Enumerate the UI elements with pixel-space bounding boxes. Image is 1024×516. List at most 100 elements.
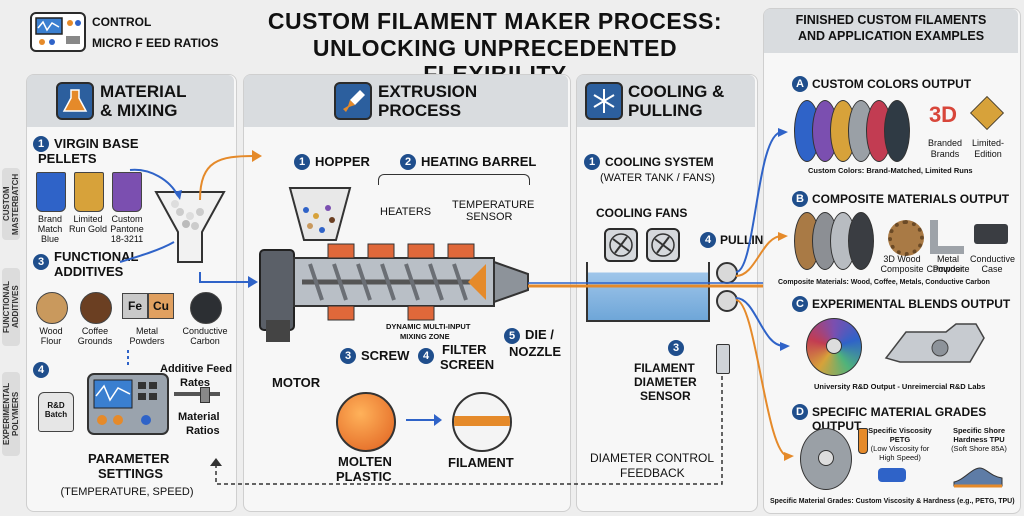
extruder-illustration	[259, 187, 529, 342]
spool-carbon	[848, 212, 874, 270]
filament-strand	[528, 282, 764, 288]
functional-additives-line1: FUNCTIONAL	[54, 249, 139, 264]
page-title-line1: CUSTOM FILAMENT MAKER PROCESS:	[267, 8, 723, 34]
arrow-right-icon	[406, 414, 442, 426]
step-badge: 3	[668, 340, 684, 356]
pellet-label: Brand Match Blue	[37, 214, 63, 244]
section-badge: D	[792, 404, 808, 420]
cooling-system-line2: (WATER TANK / FANS)	[600, 172, 716, 184]
viscosity-line4: High Speed)	[879, 453, 921, 462]
control-panel-icon	[30, 12, 86, 52]
composite-item-line2: Composite	[880, 264, 924, 274]
step-badge: 2	[400, 154, 416, 170]
experimental-title: EXPERIMENTAL BLENDS OUTPUT	[812, 297, 1011, 311]
extrusion-title-line2: PROCESS	[378, 101, 462, 120]
parameter-settings-line1: PARAMETER	[88, 451, 170, 466]
hopper-label: HOPPER	[315, 154, 370, 169]
temp-sensor-label-line2: SENSOR	[466, 211, 513, 223]
coffee-grounds-swatch	[80, 292, 112, 324]
rd-batch-label: R&D Batch	[44, 401, 68, 419]
feed-rate-slider-knob[interactable]	[200, 387, 210, 403]
molten-plastic-line1: MOLTEN	[338, 454, 392, 469]
material-ratios-line2: Ratios	[186, 425, 220, 437]
metal-bracket-icon	[930, 220, 964, 254]
material-ratios-line1: Material	[178, 411, 220, 423]
finished-header	[764, 9, 1018, 53]
viscosity-line1: Specific Viscosity	[868, 426, 932, 435]
fan-icon	[604, 228, 638, 262]
temp-sensor-label-line1: TEMPERATURE	[452, 199, 535, 211]
step-badge: 4	[33, 362, 49, 378]
feedback-loop	[210, 376, 723, 485]
wood-flour-swatch	[36, 292, 68, 324]
composite-item-line1: Metal Powder	[932, 254, 964, 274]
conductive-carbon-swatch	[190, 292, 222, 324]
pellet-cup-blue	[36, 172, 66, 212]
material-title-line2: & MIXING	[100, 101, 178, 120]
chem-fe: Fe	[122, 293, 148, 319]
composite-item-line1: 3D Wood	[883, 254, 921, 264]
hardness-line2: Hardness TPU	[953, 435, 1005, 444]
filter-screen-line1: FILTER	[442, 342, 487, 357]
feedback-label-line2: FEEDBACK	[620, 466, 685, 480]
step-badge: 4	[418, 348, 434, 364]
filter-screen-line2: SCREEN	[440, 357, 495, 372]
additive-label: Conductive Carbon	[182, 326, 228, 346]
virgin-pellets-label-line2: PELLETS	[38, 151, 97, 166]
viscosity-line2: PETG	[889, 435, 911, 444]
step-badge: 3	[340, 348, 356, 364]
wood-gear-icon	[888, 220, 924, 256]
motor-label: MOTOR	[272, 375, 321, 390]
composite-item-line2: Case	[981, 264, 1003, 274]
additive-label: Wood Flour	[39, 326, 63, 346]
cooling-system-line1: COOLING SYSTEM	[605, 155, 714, 169]
mixing-zone-label-line1: DYNAMIC MULTI-INPUT	[386, 322, 471, 331]
mixing-zone-label-line2: MIXING ZONE	[400, 332, 450, 341]
spool-hub	[818, 450, 834, 466]
feedback-label-line1: DIAMETER CONTROL	[590, 451, 715, 465]
cooling-fans-label: COOLING FANS	[596, 206, 688, 220]
step-badge: 3	[33, 254, 49, 270]
nozzle-icon	[334, 82, 372, 120]
molten-plastic-icon	[336, 392, 396, 452]
viscosity-line3: (Low Viscosity for	[870, 444, 930, 453]
section-badge: B	[792, 191, 808, 207]
die-nozzle-line1: DIE /	[525, 327, 554, 342]
control-unit-icon	[87, 373, 169, 435]
composite-item-line1: Conductive	[970, 254, 1016, 264]
pellet-label: Custom Pantone 18-3211	[110, 214, 144, 244]
finished-title-line2: AND APPLICATION EXAMPLES	[797, 29, 985, 43]
diameter-sensor-line1: FILAMENT	[634, 361, 695, 375]
barrel-bracket	[378, 174, 530, 185]
spool-rainbow	[806, 318, 862, 376]
pellet-label: Limited Run Gold	[68, 214, 108, 234]
parameter-settings-line2: SETTINGS	[98, 466, 164, 481]
finished-title-line1: FINISHED CUSTOM FILAMENTS	[795, 13, 987, 27]
virgin-pellets-label-line1: VIRGIN BASE	[54, 136, 139, 151]
pellet-cup-purple	[112, 172, 142, 212]
die-nozzle-line2: NOZZLE	[509, 344, 561, 359]
heating-barrel-label: HEATING BARREL	[421, 154, 537, 169]
fan-icon	[646, 228, 680, 262]
additive-feed-rates-line1: Additive Feed	[160, 363, 233, 375]
heaters-label: HEATERS	[380, 206, 432, 218]
step-badge: 1	[294, 154, 310, 170]
limited-edition-line1: Limited-	[971, 138, 1004, 148]
composite-item-line2: Composite	[926, 264, 970, 274]
branded-label-line2: Brands	[930, 149, 960, 159]
diameter-sensor-icon	[716, 344, 730, 374]
filament-cross-section-icon	[452, 392, 512, 452]
material-grades-caption: Specific Material Grades: Custom Viscosi…	[770, 498, 1015, 505]
extrusion-header	[244, 75, 568, 127]
hardness-line1: Specific Shore	[952, 426, 1006, 435]
parameter-settings-line3: (TEMPERATURE, SPEED)	[60, 486, 194, 498]
section-badge: A	[792, 76, 808, 92]
feed-rate-slider[interactable]	[174, 387, 220, 403]
diameter-sensor-line2: DIAMETER	[634, 375, 697, 389]
extrusion-title-line1: EXTRUSION	[378, 82, 478, 101]
custom-colors-caption: Custom Colors: Brand-Matched, Limited Ru…	[808, 166, 973, 175]
additive-feed-rates-line2: Rates	[180, 377, 210, 389]
limited-edition-line2: Edition	[974, 149, 1002, 159]
mixing-funnel-icon	[154, 191, 226, 263]
